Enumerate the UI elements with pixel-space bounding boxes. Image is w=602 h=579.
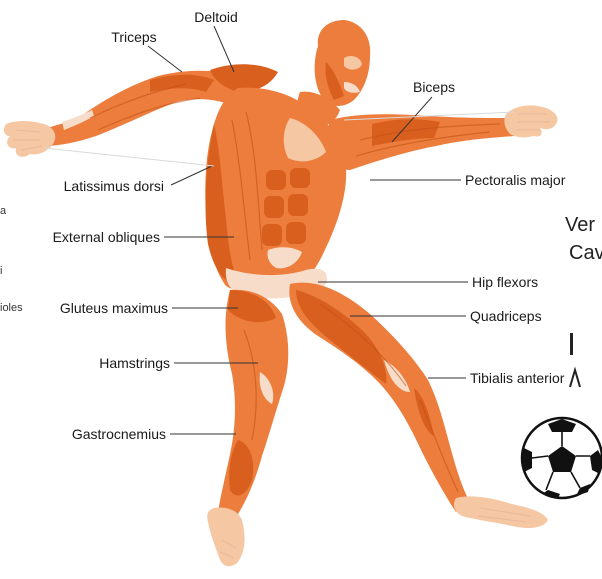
cropped-text-left-i: i [0, 265, 2, 277]
left-arm [4, 71, 240, 157]
label-deltoid: Deltoid [194, 9, 238, 25]
head [315, 20, 371, 106]
cropped-text-left-ioles: ioles [0, 302, 23, 314]
leader-triceps [148, 46, 182, 72]
soccer-ball-icon [522, 418, 602, 498]
cropped-text-right-cav: Cav [569, 242, 602, 264]
label-gastrocnemius: Gastrocnemius [72, 426, 166, 442]
label-triceps: Triceps [111, 29, 156, 45]
label-external-obliques: External obliques [53, 229, 160, 245]
cropped-text-left-a: a [0, 205, 7, 217]
cropped-text-right-ver: Ver [565, 214, 595, 236]
leader-deltoid [214, 26, 234, 72]
label-tibialis-anterior: Tibialis anterior [470, 370, 565, 386]
label-hamstrings: Hamstrings [99, 355, 170, 371]
left-leg [207, 290, 288, 567]
label-quadriceps: Quadriceps [470, 308, 542, 324]
cropped-glyph-right-2 [570, 370, 580, 387]
label-hip-flexors: Hip flexors [472, 274, 538, 290]
muscle-figure [4, 20, 558, 566]
cropped-glyph-right-1 [570, 333, 573, 355]
label-latissimus-dorsi: Latissimus dorsi [64, 178, 164, 194]
label-gluteus-maximus: Gluteus maximus [60, 300, 168, 316]
label-pectoralis-major: Pectoralis major [465, 172, 566, 188]
label-biceps: Biceps [413, 79, 455, 95]
guide-line-left [44, 148, 214, 166]
